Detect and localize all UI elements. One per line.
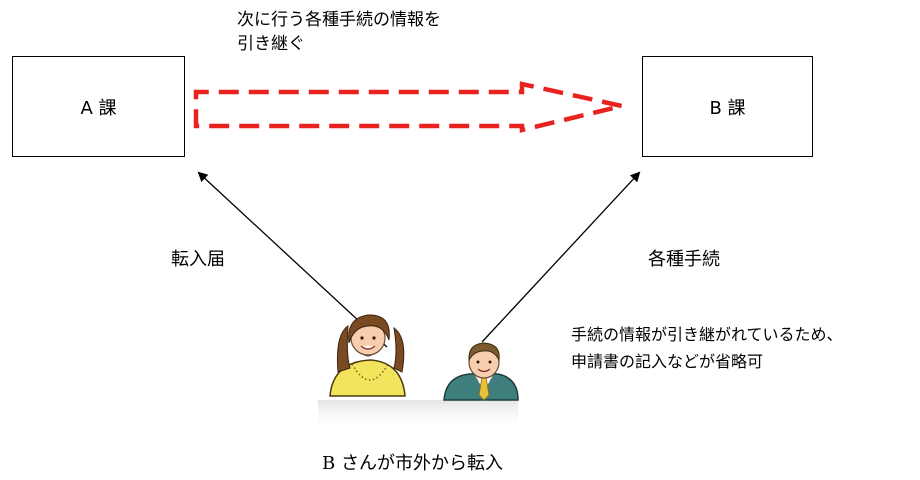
handover-note-line1: 次に行う各種手続の情報を bbox=[237, 10, 441, 30]
man-person-icon bbox=[443, 342, 519, 401]
office-a-box: A 課 bbox=[12, 56, 185, 157]
handover-note-line2: 引き継ぐ bbox=[237, 34, 305, 54]
procedures-label: 各種手続 bbox=[648, 249, 720, 270]
woman-person-icon bbox=[329, 314, 406, 397]
caption: B さんが市外から転入 bbox=[322, 453, 503, 474]
omission-note-line2: 申請書の記入などが省略可 bbox=[571, 352, 764, 371]
handover-arrow bbox=[193, 81, 623, 133]
move-in-notice-label: 転入届 bbox=[171, 249, 225, 270]
arrow-to-office-b bbox=[481, 171, 641, 343]
omission-note: 手続の情報が引き継がれているため、 申請書の記入などが省略可 bbox=[571, 321, 843, 375]
office-b-box: B 課 bbox=[642, 56, 813, 157]
handover-note: 次に行う各種手続の情報を 引き継ぐ bbox=[237, 8, 441, 56]
office-a-label: A 課 bbox=[80, 97, 117, 119]
arrow-to-office-a bbox=[197, 171, 388, 348]
office-b-label: B 課 bbox=[709, 97, 746, 119]
omission-note-line1: 手続の情報が引き継がれているため、 bbox=[571, 325, 843, 344]
floor-shadow bbox=[318, 400, 518, 430]
